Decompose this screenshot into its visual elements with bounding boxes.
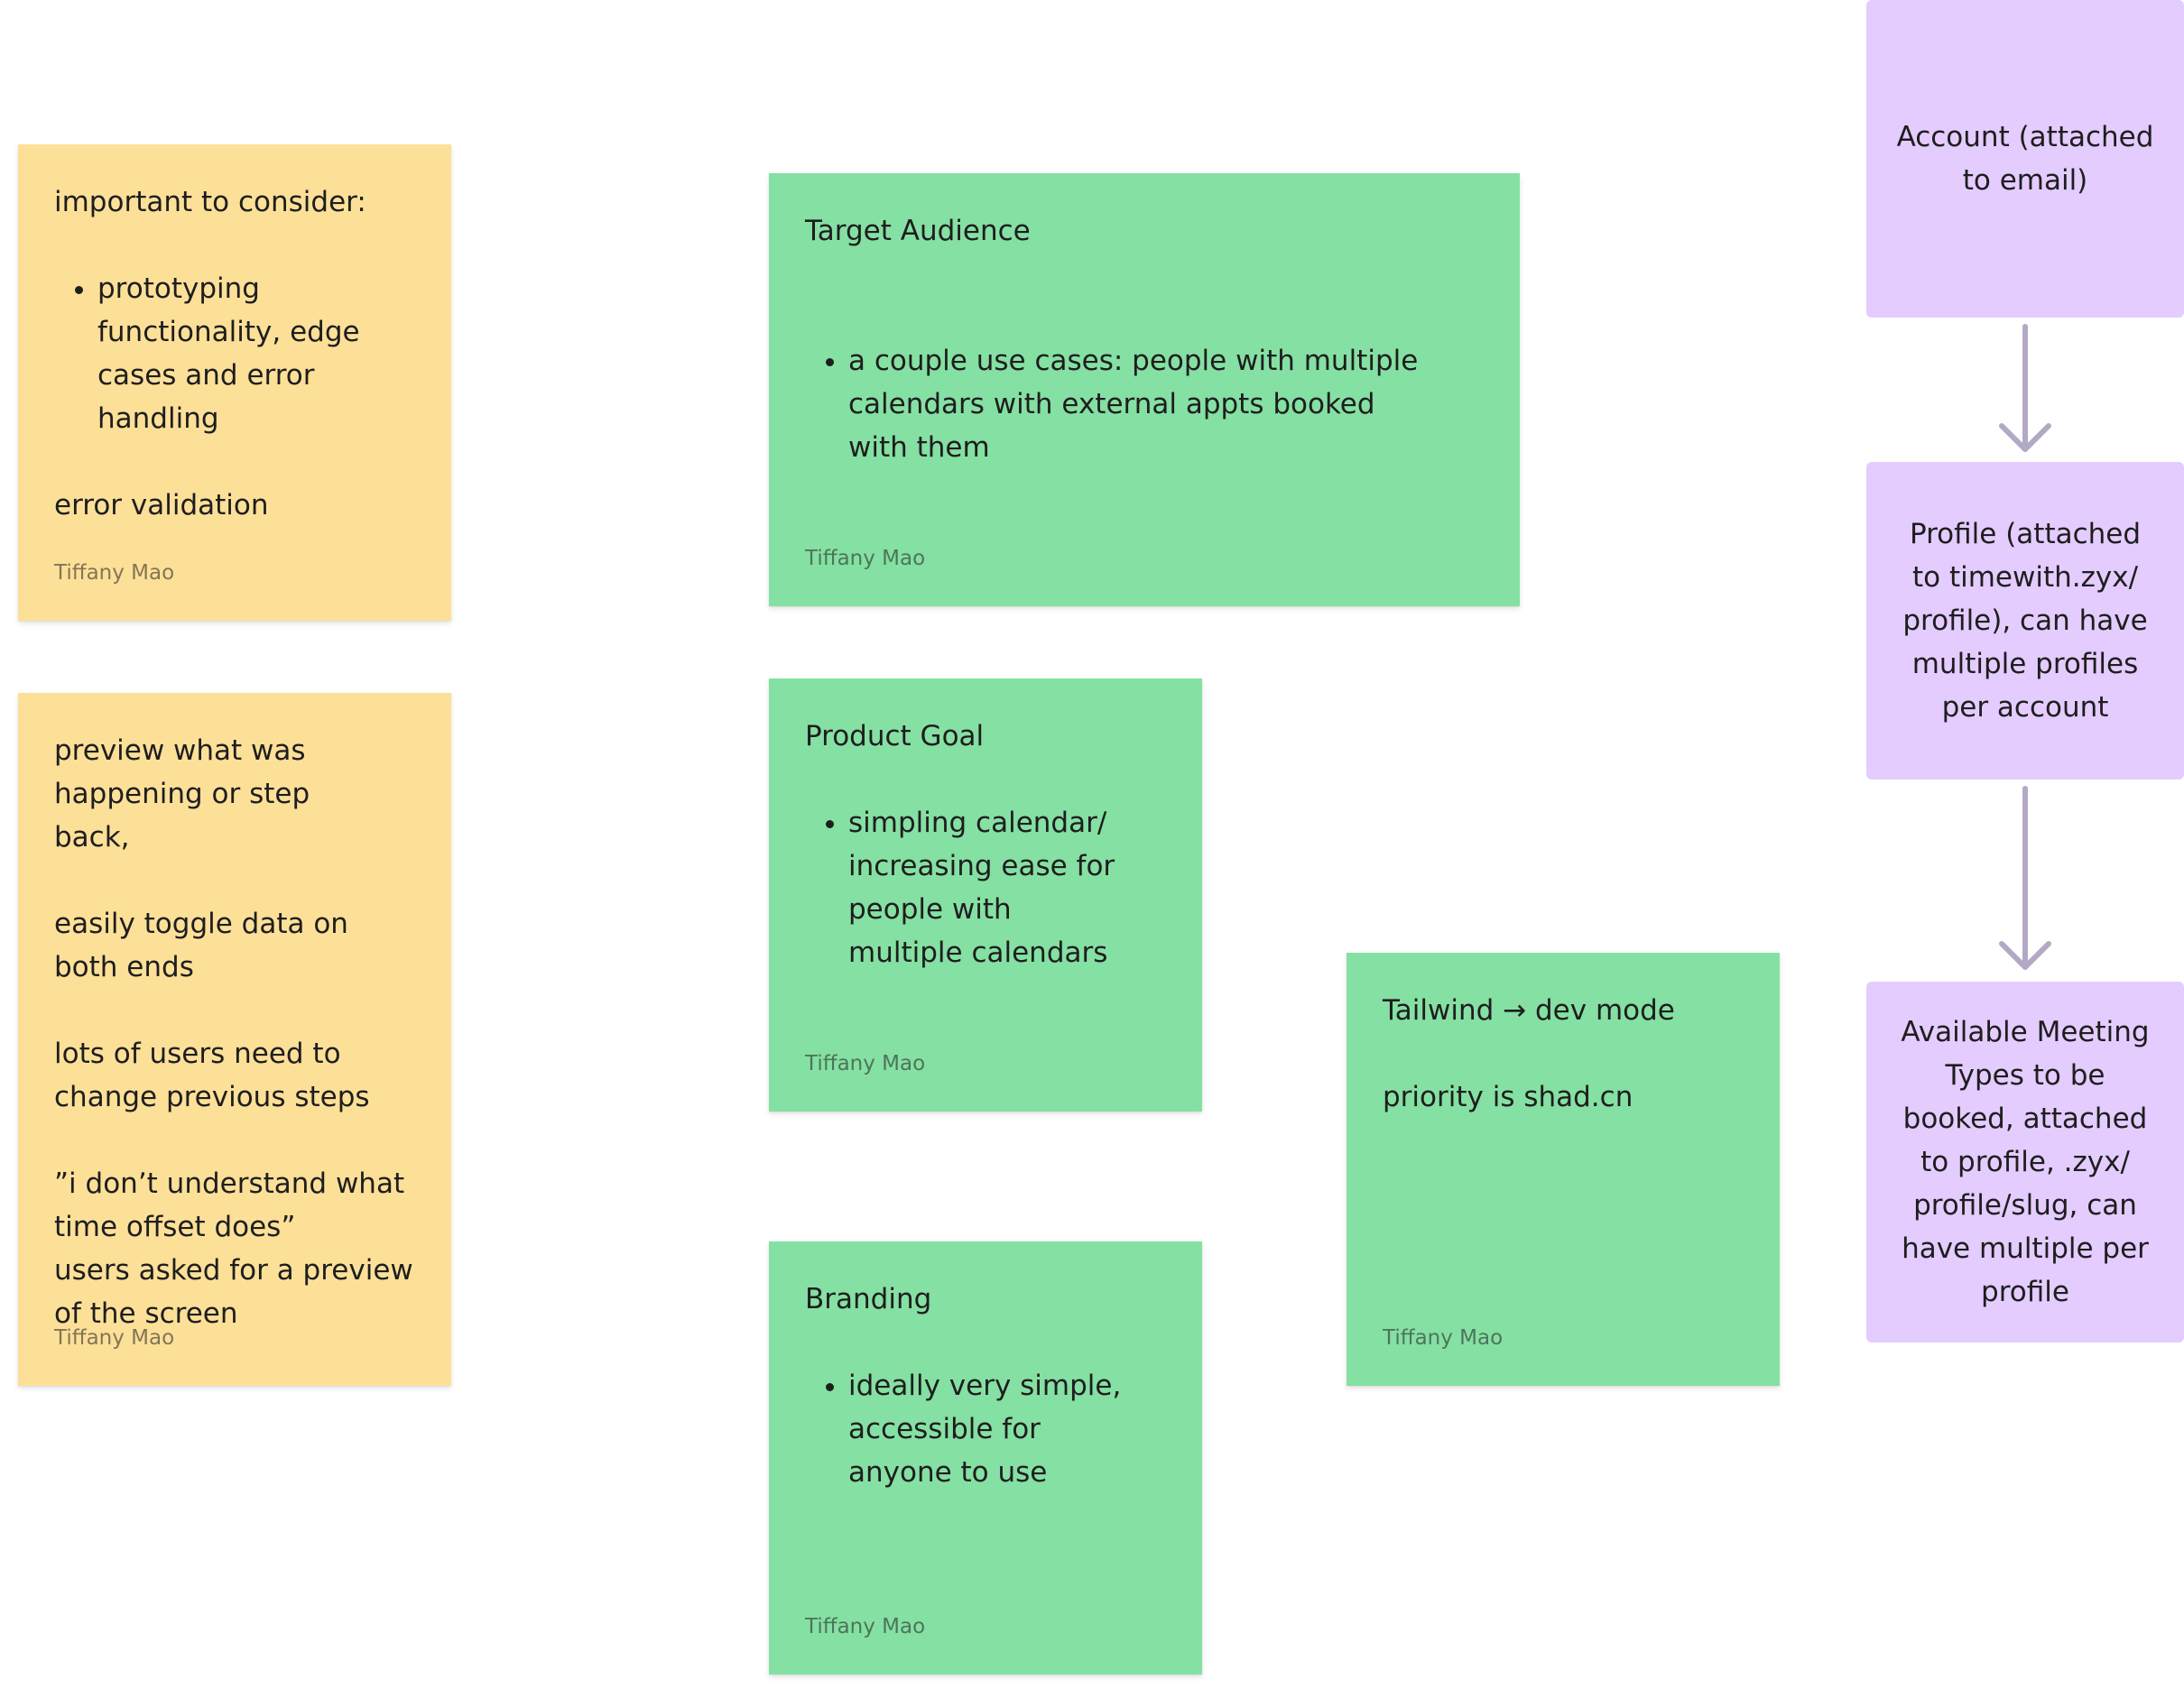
sticky-note-product-goal[interactable]: Product Goal simpling calendar/ increasi… <box>769 678 1202 1112</box>
sticky-text: lots of users need to change previous st… <box>54 1038 370 1113</box>
sticky-bullet-list: ideally very simple, accessible for anyo… <box>805 1364 1166 1494</box>
sticky-note-feedback[interactable]: preview what was happening or step back,… <box>18 693 451 1386</box>
sticky-author: Tiffany Mao <box>54 561 175 585</box>
sticky-text: ”i don’t understand what time offset doe… <box>54 1167 405 1243</box>
flow-shape-meeting-types[interactable]: Available Meeting Types to be booked, at… <box>1866 982 2184 1343</box>
flow-shape-profile[interactable]: Profile (attached to timewith.zyx/ profi… <box>1866 462 2184 780</box>
sticky-note-tailwind[interactable]: Tailwind → dev mode priority is shad.cn … <box>1346 953 1780 1386</box>
sticky-title: Target Audience <box>805 215 1031 247</box>
shape-label: Available Meeting Types to be booked, at… <box>1901 1016 2150 1308</box>
flow-shape-account[interactable]: Account (attached to email) <box>1866 0 2184 318</box>
sticky-bullet-list: a couple use cases: people with multiple… <box>805 339 1484 469</box>
shape-label: Account (attached to email) <box>1896 121 2154 197</box>
sticky-title: Tailwind → dev mode <box>1383 994 1675 1027</box>
sticky-author: Tiffany Mao <box>805 1615 926 1638</box>
sticky-author: Tiffany Mao <box>805 547 926 570</box>
sticky-bullet: prototyping functionality, edge cases an… <box>97 267 361 440</box>
connector-arrow[interactable] <box>1998 324 2052 457</box>
connector-arrow[interactable] <box>1998 786 2052 974</box>
shape-label: Profile (attached to timewith.zyx/ profi… <box>1902 518 2148 724</box>
sticky-title: Branding <box>805 1283 932 1315</box>
sticky-bullet: simpling calendar/ increasing ease for p… <box>848 801 1130 974</box>
sticky-note-target-audience[interactable]: Target Audience a couple use cases: peop… <box>769 173 1520 606</box>
sticky-bullet-list: prototyping functionality, edge cases an… <box>54 267 415 440</box>
sticky-heading: important to consider: <box>54 186 366 218</box>
sticky-author: Tiffany Mao <box>1383 1326 1504 1350</box>
sticky-text: priority is shad.cn <box>1383 1081 1633 1113</box>
sticky-note-branding[interactable]: Branding ideally very simple, accessible… <box>769 1241 1202 1675</box>
sticky-author: Tiffany Mao <box>805 1052 926 1075</box>
sticky-title: Product Goal <box>805 720 985 752</box>
sticky-text: error validation <box>54 489 269 521</box>
sticky-note-considerations[interactable]: important to consider: prototyping funct… <box>18 144 451 621</box>
sticky-author: Tiffany Mao <box>54 1326 175 1350</box>
sticky-bullet: ideally very simple, accessible for anyo… <box>848 1364 1130 1494</box>
sticky-text: users asked for a preview of the screen <box>54 1254 413 1330</box>
sticky-text: preview what was happening or step back, <box>54 734 310 854</box>
sticky-bullet: a couple use cases: people with multiple… <box>848 339 1430 469</box>
sticky-bullet-list: simpling calendar/ increasing ease for p… <box>805 801 1166 974</box>
sticky-text: easily toggle data on both ends <box>54 908 348 983</box>
